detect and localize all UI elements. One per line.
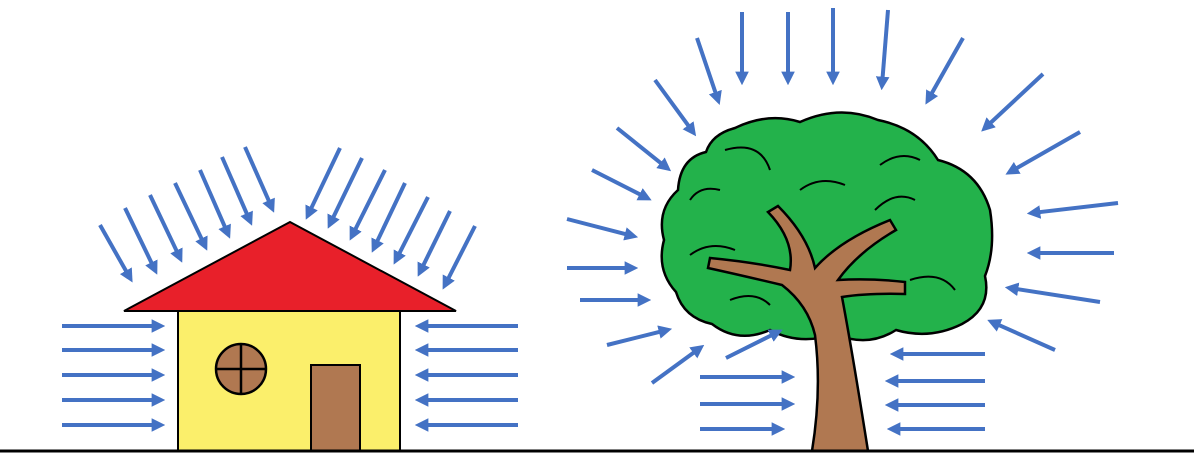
tree-canopy-arrow-41 xyxy=(1039,203,1118,212)
house-icon xyxy=(124,222,456,451)
tree-canopy-arrow-39 xyxy=(990,74,1043,123)
house-roof-arrow-3 xyxy=(175,183,202,240)
tree-canopy-arrow-32 xyxy=(592,170,641,195)
house-roof-arrow-9 xyxy=(355,170,385,230)
round-window-icon xyxy=(216,344,266,394)
tree-canopy-arrow-38 xyxy=(726,335,772,358)
tree-canopy-arrow-44 xyxy=(998,325,1055,350)
house-roof-arrow-12 xyxy=(423,211,450,266)
tree-canopy-arrow-36 xyxy=(607,332,660,345)
house-roof-arrow-6 xyxy=(245,147,269,202)
house-roof-arrow-0 xyxy=(100,225,127,272)
tree-canopy-arrow-33 xyxy=(567,219,626,234)
house-roof-arrow-13 xyxy=(448,226,475,279)
tree-canopy-arrow-28 xyxy=(697,38,716,93)
house-wall xyxy=(178,311,400,451)
house-roof-arrow-10 xyxy=(377,183,405,242)
house-roof-arrow-5 xyxy=(222,157,247,215)
door-icon xyxy=(311,365,360,451)
house-roof-arrow-1 xyxy=(125,208,152,264)
tree-canopy-arrow-27 xyxy=(883,10,888,78)
tree-canopy-arrow-40 xyxy=(1016,132,1080,169)
tree-icon xyxy=(662,112,992,451)
house-roof xyxy=(124,222,456,311)
tree-canopy-arrow-31 xyxy=(617,128,662,164)
tree-canopy-arrow-30 xyxy=(655,80,689,126)
house-roof-arrow-7 xyxy=(311,148,340,209)
house-roof-arrow-4 xyxy=(200,170,225,228)
tree-canopy-arrow-37 xyxy=(652,352,694,383)
house-roof-arrow-8 xyxy=(333,158,362,218)
house-roof-arrow-11 xyxy=(399,197,428,254)
house-roof-arrow-2 xyxy=(150,195,177,252)
tree-canopy-arrow-29 xyxy=(931,38,963,94)
tree-canopy-arrow-43 xyxy=(1017,289,1100,302)
